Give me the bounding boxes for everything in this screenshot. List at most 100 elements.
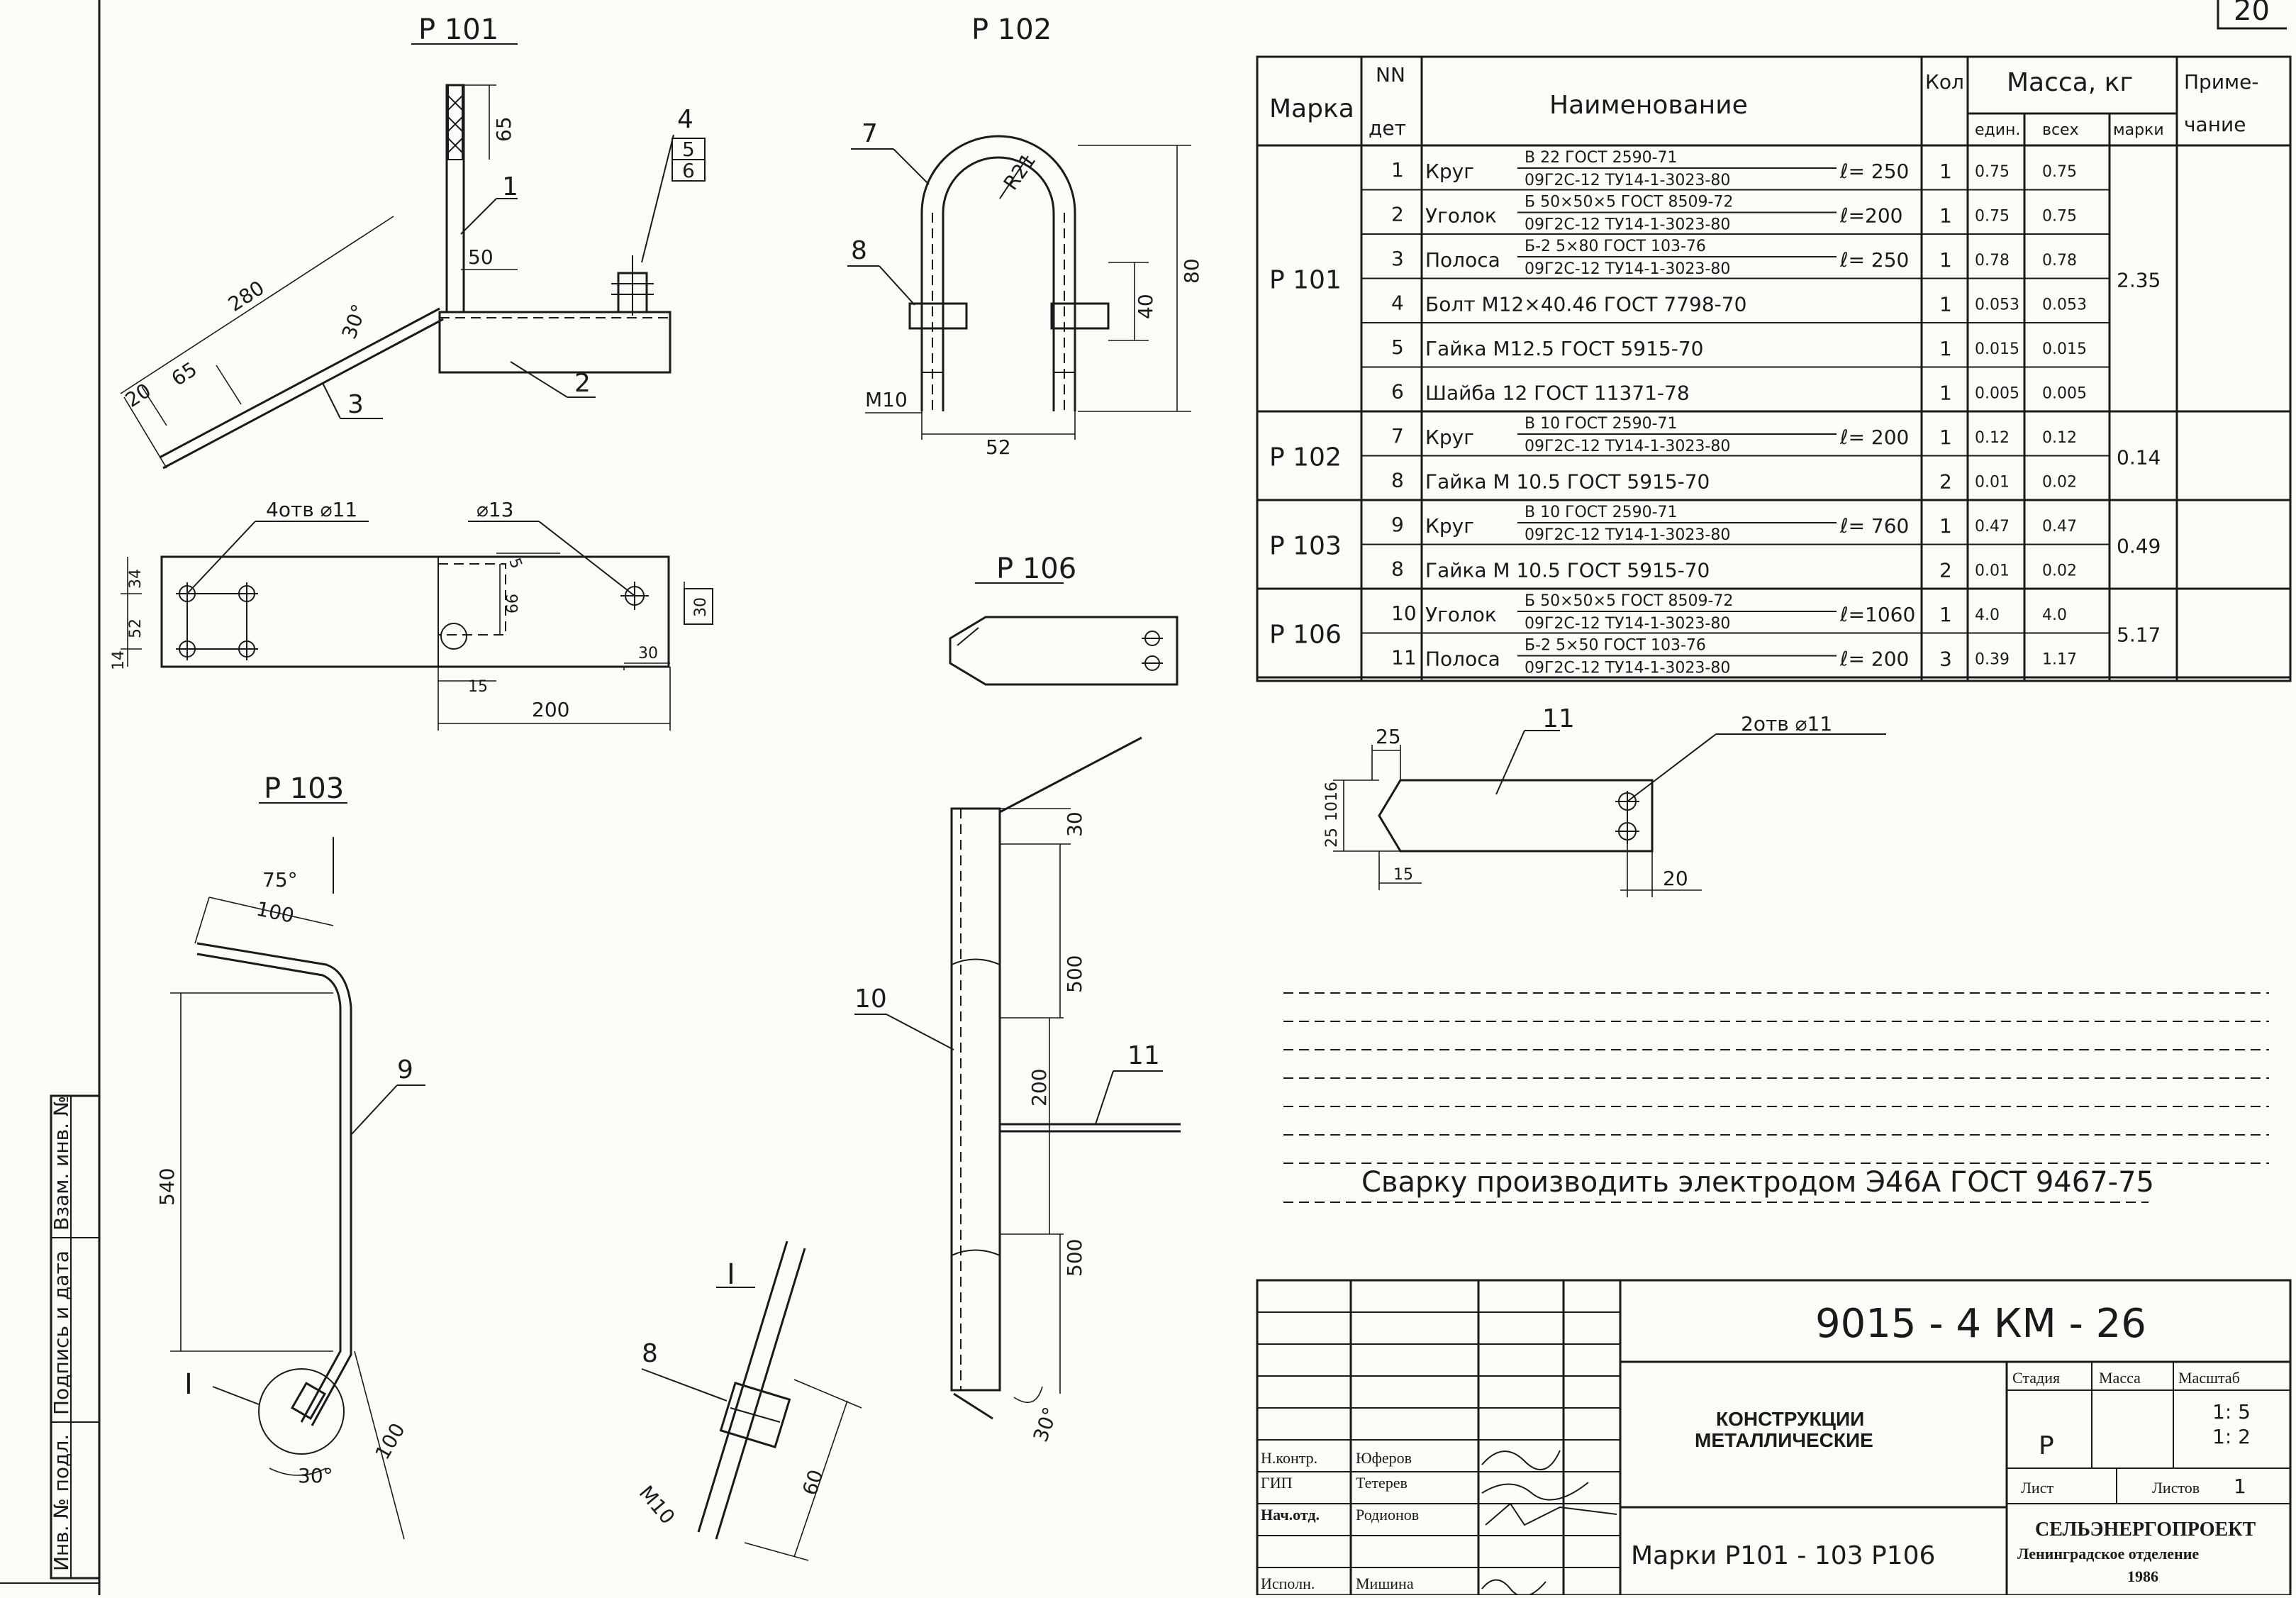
table-cell-kol: 1 bbox=[1939, 382, 1952, 405]
side-stamp-inv-podl: Инв. № подл. bbox=[50, 1434, 73, 1571]
table-header-mass: Масса, кг bbox=[2007, 68, 2133, 97]
table-header-kol: Кол bbox=[1925, 70, 1964, 94]
organization-name: СЕЛЬЭНЕРГОПРОЕКТ bbox=[2035, 1519, 2256, 1541]
p101-callout-1: 1 bbox=[502, 172, 518, 201]
detail-i-title: I bbox=[727, 1258, 735, 1291]
specification-table: Марка NN дет Наименование Кол Масса, кг … bbox=[1256, 55, 2292, 682]
table-cell-mass-total: 0.005 bbox=[2042, 385, 2087, 403]
table-cell-mass-unit: 0.47 bbox=[1975, 518, 2010, 536]
p101-dim-65b: 65 bbox=[167, 357, 201, 391]
table-mark-2: Р 103 bbox=[1269, 532, 1342, 561]
plate-dim-66: 66 bbox=[504, 594, 522, 614]
table-cell-name-bottom: 09Г2С-12 ТУ14-1-3023-80 bbox=[1525, 172, 1730, 189]
table-cell-mass-unit: 0.053 bbox=[1975, 296, 2019, 314]
table-header-prim1: Приме- bbox=[2184, 70, 2258, 94]
table-cell-det: 11 bbox=[1391, 646, 1417, 670]
table-cell-mass-total: 4.0 bbox=[2042, 606, 2067, 624]
table-mark-3: Р 106 bbox=[1269, 621, 1342, 650]
p101-dim-20: 20 bbox=[121, 379, 155, 412]
table-cell-mass-total: 0.12 bbox=[2042, 429, 2077, 447]
table-mark-1: Р 102 bbox=[1269, 443, 1342, 472]
p106-callout-11: 11 bbox=[1127, 1041, 1160, 1070]
p102-dim-52: 52 bbox=[986, 435, 1011, 459]
detail-callout-8: 8 bbox=[642, 1339, 658, 1368]
p101-callout-4: 4 bbox=[677, 105, 693, 134]
table-cell-length: ℓ=1060 bbox=[1839, 603, 1915, 626]
table-cell-det: 4 bbox=[1391, 292, 1404, 315]
welding-note: Сварку производить электродом Э46А ГОСТ … bbox=[1361, 1166, 2154, 1199]
strip-dim-20: 20 bbox=[1663, 867, 1688, 890]
sheets-label: Листов bbox=[2152, 1479, 2200, 1497]
table-cell-name-bottom: 09Г2С-12 ТУ14-1-3023-80 bbox=[1525, 438, 1730, 455]
view-title-p102: Р 102 bbox=[971, 13, 1052, 46]
view-title-p106: Р 106 bbox=[996, 553, 1076, 585]
scale-value-2: 1: 2 bbox=[2212, 1425, 2251, 1448]
table-cell-name-word: Уголок bbox=[1425, 603, 1497, 626]
table-cell-kol: 2 bbox=[1939, 559, 1952, 582]
table-cell-kol: 1 bbox=[1939, 426, 1952, 449]
table-cell-name-bottom: 09Г2С-12 ТУ14-1-3023-80 bbox=[1525, 660, 1730, 677]
table-cell-mass-unit: 0.75 bbox=[1975, 208, 2010, 226]
strip-dim-15: 15 bbox=[1393, 866, 1413, 884]
table-cell-det: 6 bbox=[1391, 380, 1404, 404]
stage-value: Р bbox=[2039, 1431, 2054, 1460]
strip-detail-11: 25 11 2отв ⌀11 16 10 25 15 20 bbox=[1323, 704, 1886, 897]
side-stamp: Инв. № подл. Подпись и дата Взам. инв. № bbox=[50, 1094, 101, 1580]
stage-label: Стадия bbox=[2012, 1369, 2060, 1387]
table-cell-name-word: Круг bbox=[1425, 426, 1474, 449]
sheets-count: 1 bbox=[2234, 1475, 2246, 1498]
plate-holes-4x11: 4отв ⌀11 bbox=[266, 498, 357, 521]
table-cell-mass-unit: 0.01 bbox=[1975, 474, 2010, 492]
table-cell-det: 1 bbox=[1391, 158, 1404, 182]
table-header-vseh: всех bbox=[2042, 121, 2079, 139]
plate-dim-15: 15 bbox=[468, 678, 488, 696]
detail-thread-m10: M10 bbox=[635, 1481, 680, 1528]
table-cell-det: 8 bbox=[1391, 469, 1404, 492]
strip-dim-25a: 25 bbox=[1376, 725, 1401, 748]
role-n-kontr: Н.контр. bbox=[1261, 1449, 1317, 1467]
plate-hole-13: ⌀13 bbox=[477, 498, 514, 521]
name-yuferov: Юферов bbox=[1356, 1449, 1412, 1467]
table-cell-mass-total: 0.75 bbox=[2042, 163, 2077, 181]
p101-callout-5: 5 bbox=[682, 138, 695, 161]
scale-label: Масштаб bbox=[2178, 1369, 2240, 1387]
p102-nut-left bbox=[908, 302, 968, 330]
plate-dim-52: 52 bbox=[127, 618, 145, 638]
view-p102: Р 102 7 8 R21 80 40 52 M10 bbox=[847, 13, 1203, 459]
detail-rod bbox=[697, 1241, 788, 1533]
table-cell-name-bottom: 09Г2С-12 ТУ14-1-3023-80 bbox=[1525, 216, 1730, 234]
table-mark-0: Р 101 bbox=[1269, 266, 1342, 295]
subject-line-1: КОНСТРУКЦИИ bbox=[1716, 1408, 1864, 1430]
name-teterev: Тетерев bbox=[1356, 1474, 1408, 1492]
table-mass-mark-2: 0.49 bbox=[2117, 535, 2161, 558]
strip-callout-11: 11 bbox=[1542, 704, 1575, 733]
table-cell-name-bottom: 09Г2С-12 ТУ14-1-3023-80 bbox=[1525, 526, 1730, 544]
p101-dim-280: 280 bbox=[224, 276, 269, 316]
p106-dim-500b: 500 bbox=[1063, 1239, 1086, 1277]
table-cell-mass-total: 1.17 bbox=[2042, 651, 2077, 669]
p106-bottom-end bbox=[953, 1392, 993, 1420]
table-cell-det: 9 bbox=[1391, 513, 1404, 536]
table-cell-name: Болт М12×40.46 ГОСТ 7798-70 bbox=[1425, 293, 1746, 316]
plate-dim-5: 5 bbox=[505, 556, 525, 572]
table-cell-mass-total: 0.47 bbox=[2042, 518, 2077, 536]
p102-callout-8: 8 bbox=[851, 236, 867, 265]
table-header-prim2: чание bbox=[2184, 113, 2246, 136]
p101-callout-2: 2 bbox=[574, 369, 591, 398]
sheet-number-box: 20 bbox=[2217, 0, 2287, 30]
table-cell-kol: 1 bbox=[1939, 248, 1952, 272]
table-cell-name-word: Круг bbox=[1425, 160, 1474, 183]
p103-dim-540: 540 bbox=[155, 1168, 179, 1206]
p103-dim-100a: 100 bbox=[255, 897, 296, 928]
p101-dim-50: 50 bbox=[468, 245, 494, 269]
table-cell-mass-total: 0.02 bbox=[2042, 562, 2077, 580]
table-cell-name-word: Круг bbox=[1425, 514, 1474, 538]
table-header-marka: Марка bbox=[1269, 94, 1354, 123]
p102-thread-m10: M10 bbox=[865, 388, 908, 411]
table-cell-mass-total: 0.75 bbox=[2042, 208, 2077, 226]
table-cell-length: ℓ=200 bbox=[1839, 204, 1902, 228]
view-title-p101: Р 101 bbox=[418, 13, 498, 46]
table-cell-det: 10 bbox=[1391, 601, 1417, 625]
